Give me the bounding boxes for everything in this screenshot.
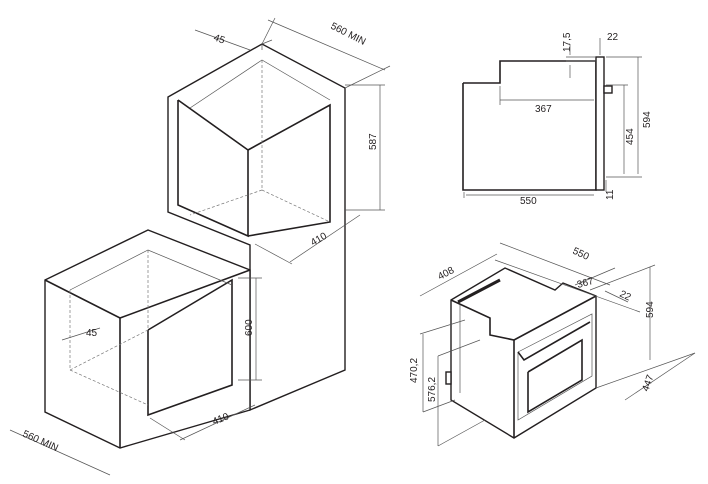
dim-top-depth: 367 <box>535 104 552 115</box>
dim-bottom-height: 600 <box>244 319 255 336</box>
dim-top-depth: 367 <box>576 276 595 291</box>
side-view-labels: 17,5 22 367 454 594 550 11 <box>520 32 653 207</box>
dim-bottom-width: 560 MIN <box>21 429 60 454</box>
lower-cabinet <box>44 229 251 449</box>
dim-bottom-offset: 11 <box>605 189 616 200</box>
dim-front-width: 447 <box>640 373 656 393</box>
dim-panel-thickness: 22 <box>607 32 619 43</box>
dim-top-vent: 45 <box>212 32 227 46</box>
dim-top-offset: 17,5 <box>562 32 573 52</box>
dim-top-width: 560 MIN <box>329 21 368 48</box>
iso-dimension-lines <box>419 242 696 447</box>
dim-width: 408 <box>436 265 456 283</box>
dim-top-height: 587 <box>368 133 379 150</box>
dim-body-depth: 550 <box>520 196 537 207</box>
dim-bottom-vent: 45 <box>86 328 98 339</box>
dim-rear-height: 470,2 <box>409 358 420 383</box>
iso-oven <box>445 267 597 439</box>
dim-front-height: 576,2 <box>427 377 438 402</box>
column-dimension-lines <box>9 17 391 476</box>
upper-cabinet <box>167 39 346 412</box>
dim-door-height: 454 <box>625 128 636 145</box>
dim-total-height: 594 <box>642 111 653 128</box>
dim-depth: 550 <box>571 246 591 263</box>
dim-panel: 22 <box>618 289 633 304</box>
side-view <box>462 38 642 198</box>
dim-height: 594 <box>645 301 656 318</box>
